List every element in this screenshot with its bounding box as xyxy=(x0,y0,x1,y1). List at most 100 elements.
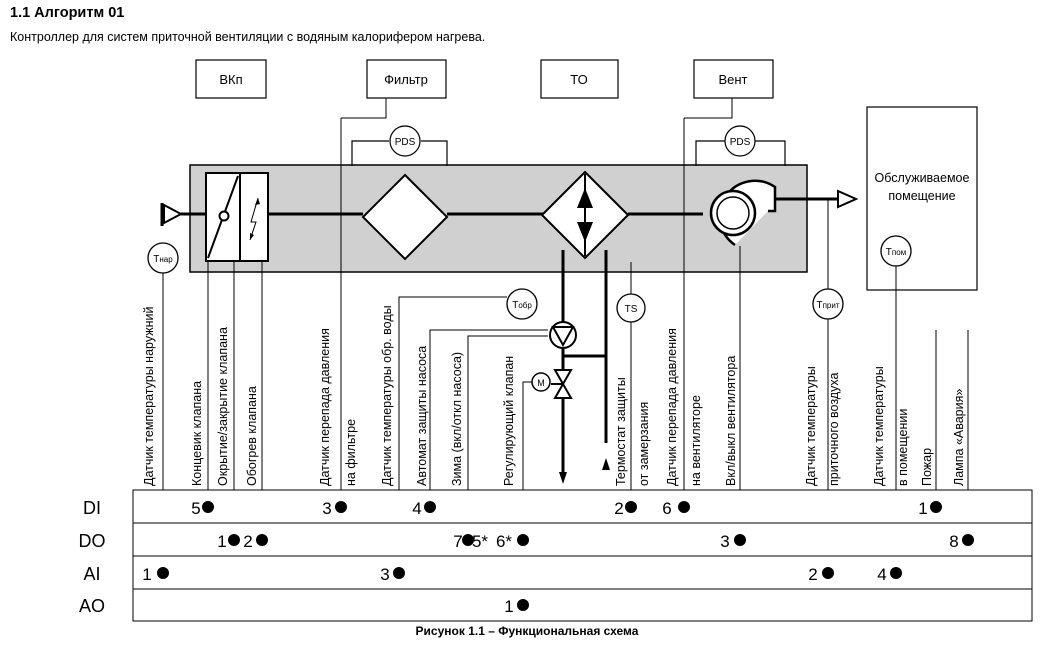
signal-label: Регулирующий клапан xyxy=(502,356,516,486)
io-point-dot xyxy=(228,534,240,546)
io-point-number: 1 xyxy=(918,499,927,518)
air-handling-unit xyxy=(189,164,808,273)
page-title: 1.1 Алгоритм 01 xyxy=(10,5,125,21)
io-point-dot xyxy=(517,599,529,611)
io-point-number: 6 xyxy=(662,499,671,518)
io-point-dot xyxy=(822,567,834,579)
water-in-arrow xyxy=(602,458,610,470)
io-point-number: 7 xyxy=(453,532,462,551)
signal-label: Датчик перепада давления xyxy=(318,328,332,486)
io-point-dot xyxy=(202,501,214,513)
io-point-number: 3 xyxy=(380,565,389,584)
signal-label: Датчик температуры xyxy=(804,366,818,486)
fan-symbol xyxy=(709,179,777,247)
signal-label: приточного воздуха xyxy=(827,373,841,486)
signal-label: Датчик температуры xyxy=(872,366,886,486)
signal-label: Концевик клапана xyxy=(190,381,204,486)
signal-label: Зима (вкл/откл насоса) xyxy=(450,352,464,486)
block-heat-exchanger-label: ТО xyxy=(570,72,587,87)
io-row-label: DO xyxy=(79,531,106,551)
t-return-label: Тобр xyxy=(512,300,532,311)
block-filter-label: Фильтр xyxy=(384,72,428,87)
block-damper-label: ВКп xyxy=(219,72,242,87)
io-row-labels: DI DO AI AO xyxy=(79,498,106,616)
ts-label: TS xyxy=(625,304,638,315)
signal-label: Автомат защиты насоса xyxy=(415,346,429,486)
io-point-dot xyxy=(256,534,268,546)
io-point-dot xyxy=(335,501,347,513)
signal-label: Вкл/выкл вентилятора xyxy=(724,356,738,486)
pds-filter-label: PDS xyxy=(395,137,416,148)
block-heat-exchanger: ТО xyxy=(540,59,619,99)
io-point-dot xyxy=(157,567,169,579)
pds-filter xyxy=(351,125,448,166)
signal-label: на вентиляторе xyxy=(689,395,703,486)
t-room-sensor: Тпом xyxy=(880,235,912,267)
io-point-dot xyxy=(393,567,405,579)
water-piping xyxy=(561,250,608,478)
io-row-label: AI xyxy=(83,564,100,584)
pump-symbol xyxy=(549,321,577,349)
pds-fan xyxy=(695,125,786,166)
io-point-dot xyxy=(962,534,974,546)
io-point-number: 2 xyxy=(614,499,623,518)
io-point-dot xyxy=(930,501,942,513)
figure-caption: Рисунок 1.1 – Функциональная схема xyxy=(415,624,639,638)
io-table xyxy=(132,489,1033,622)
signal-label: Датчик температуры наружний xyxy=(142,307,156,486)
air-outlet-arrow xyxy=(837,189,859,209)
block-fan-label: Вент xyxy=(718,72,747,87)
io-point-number: 3 xyxy=(720,532,729,551)
filter-symbol xyxy=(361,173,449,261)
signal-label: Пожар xyxy=(920,448,934,486)
t-supply-sensor: Тприт xyxy=(812,288,844,320)
motor-label: М xyxy=(537,378,545,388)
io-point-dot xyxy=(625,501,637,513)
page-subtitle: Контроллер для систем приточной вентиляц… xyxy=(10,30,486,44)
signal-label: Датчик температуры обр. воды xyxy=(380,305,394,486)
io-point-number: 4 xyxy=(877,565,886,584)
t-return-sensor: Тобр xyxy=(506,288,538,320)
ts-sensor: TS xyxy=(616,293,646,323)
signal-label: на фильтре xyxy=(344,419,358,486)
t-outdoor-sensor: Тнар xyxy=(147,242,179,274)
signal-label: от замерзания xyxy=(637,402,651,486)
io-row-label: DI xyxy=(83,498,101,518)
io-point-dot xyxy=(734,534,746,546)
air-inlet-arrow xyxy=(160,203,190,226)
signal-label: Датчик перепада давления xyxy=(665,328,679,486)
signal-label: Обогрев клапана xyxy=(245,386,259,486)
block-filter: Фильтр xyxy=(366,59,447,99)
io-point-number: 4 xyxy=(412,499,421,518)
damper-symbol xyxy=(205,172,269,262)
io-point-number: 3 xyxy=(322,499,331,518)
io-point-number: 8 xyxy=(949,532,958,551)
control-valve-symbol xyxy=(531,369,573,399)
t-supply-label: Тприт xyxy=(816,300,839,311)
io-point-dot xyxy=(424,501,436,513)
signal-label: в помещении xyxy=(896,409,910,486)
io-point-number: 2 xyxy=(243,532,252,551)
t-room-label: Тпом xyxy=(886,247,906,258)
signal-label: Окрытие/закрытие клапана xyxy=(216,327,230,486)
io-point-number: 1 xyxy=(504,597,513,616)
signal-label: Термостат защиты xyxy=(614,377,628,486)
io-point-number: 1 xyxy=(217,532,226,551)
signal-labels: Датчик температуры наружний Концевик клап… xyxy=(142,305,966,486)
t-outdoor-label: Тнар xyxy=(153,254,173,265)
io-point-number: 5* xyxy=(472,532,488,551)
io-point-dot xyxy=(462,534,474,546)
block-damper: ВКп xyxy=(195,59,267,99)
water-out-arrow xyxy=(559,472,567,484)
io-point-number: 2 xyxy=(808,565,817,584)
signal-label: Лампа «Авария» xyxy=(952,389,966,486)
block-fan: Вент xyxy=(693,59,774,99)
io-point-number: 5 xyxy=(191,499,200,518)
heat-exchanger-symbol xyxy=(540,170,630,260)
io-point-dot xyxy=(517,534,529,546)
io-row-label: AO xyxy=(79,596,105,616)
